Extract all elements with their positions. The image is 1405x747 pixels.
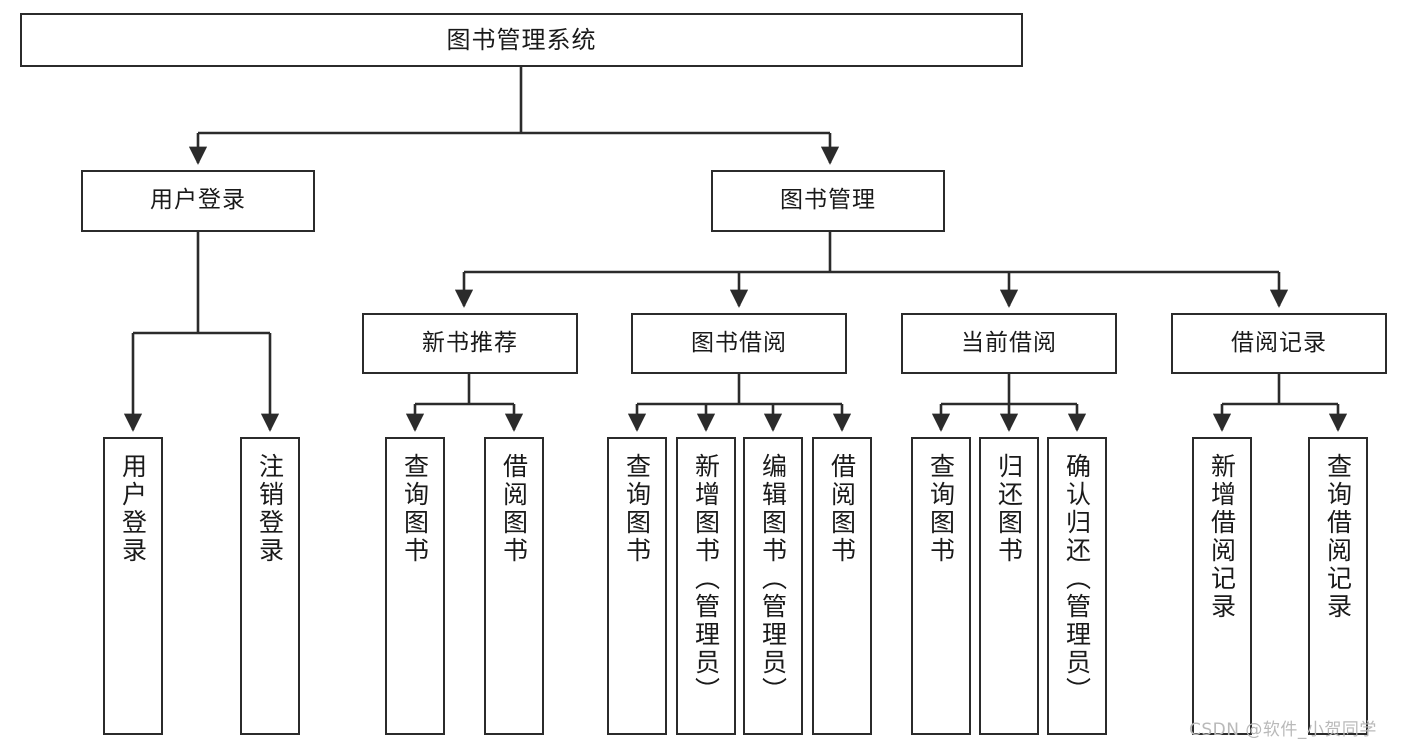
node-book-borrow[interactable]: 图书借阅 [631, 313, 847, 374]
leaf-query-book-borrow[interactable]: 查询图书 [607, 437, 667, 735]
leaf-edit-book-admin[interactable]: 编辑图书（管理员） [743, 437, 803, 735]
node-label: 编辑图书（管理员） [758, 453, 788, 705]
node-label: 新增借阅记录 [1207, 453, 1237, 621]
node-label: 查询图书 [926, 453, 956, 565]
node-user-login[interactable]: 用户登录 [81, 170, 315, 232]
node-label: 归还图书 [994, 453, 1024, 565]
leaf-return-book[interactable]: 归还图书 [979, 437, 1039, 735]
leaf-add-borrow-record[interactable]: 新增借阅记录 [1192, 437, 1252, 735]
node-label: 新书推荐 [422, 329, 518, 356]
node-book-management[interactable]: 图书管理 [711, 170, 945, 232]
leaf-borrow-book-recommend[interactable]: 借阅图书 [484, 437, 544, 735]
node-label: 当前借阅 [961, 329, 1057, 356]
node-new-book-recommend[interactable]: 新书推荐 [362, 313, 578, 374]
node-label: 图书借阅 [691, 329, 787, 356]
leaf-query-book-recommend[interactable]: 查询图书 [385, 437, 445, 735]
leaf-query-book-current[interactable]: 查询图书 [911, 437, 971, 735]
leaf-confirm-return-admin[interactable]: 确认归还（管理员） [1047, 437, 1107, 735]
node-borrow-record[interactable]: 借阅记录 [1171, 313, 1387, 374]
node-current-borrow[interactable]: 当前借阅 [901, 313, 1117, 374]
node-label: 图书管理 [780, 187, 876, 214]
node-label: 查询图书 [622, 453, 652, 565]
leaf-query-borrow-record[interactable]: 查询借阅记录 [1308, 437, 1368, 735]
node-label: 用户登录 [150, 187, 246, 214]
node-label: 借阅记录 [1231, 329, 1327, 356]
leaf-add-book-admin[interactable]: 新增图书（管理员） [676, 437, 736, 735]
node-label: 查询图书 [400, 453, 430, 565]
leaf-user-login[interactable]: 用户登录 [103, 437, 163, 735]
node-label: 注销登录 [255, 453, 285, 565]
node-label: 新增图书（管理员） [691, 453, 721, 705]
node-root-book-management-system[interactable]: 图书管理系统 [20, 13, 1023, 67]
leaf-logout-login[interactable]: 注销登录 [240, 437, 300, 735]
node-label: 借阅图书 [499, 453, 529, 565]
node-label: 借阅图书 [827, 453, 857, 565]
node-label: 查询借阅记录 [1323, 453, 1353, 621]
leaf-borrow-book-borrow[interactable]: 借阅图书 [812, 437, 872, 735]
node-label: 用户登录 [118, 453, 148, 565]
node-label: 确认归还（管理员） [1062, 453, 1092, 705]
node-label: 图书管理系统 [446, 25, 597, 54]
